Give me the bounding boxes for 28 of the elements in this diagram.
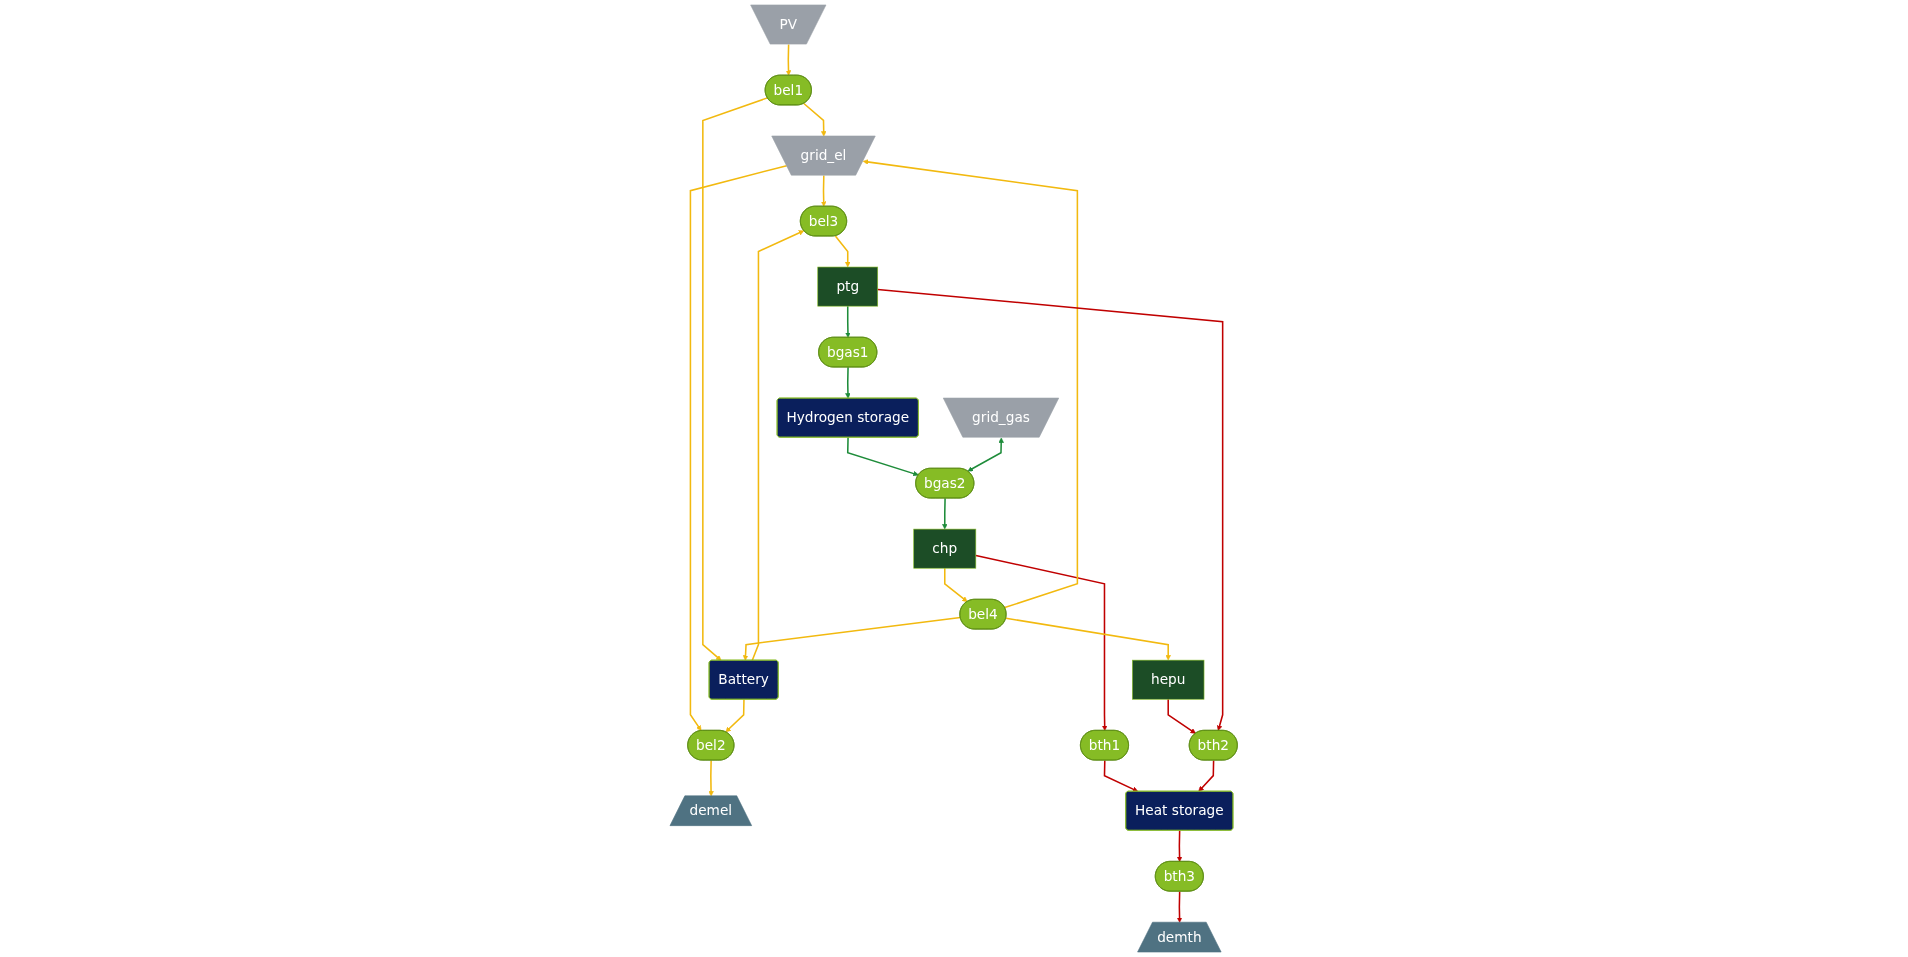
arrow bbox=[786, 43, 792, 76]
arrow bbox=[877, 288, 1224, 731]
arrow bbox=[1177, 890, 1183, 923]
arrow bbox=[1104, 759, 1139, 792]
arrow bbox=[1167, 698, 1197, 734]
arrow bbox=[708, 759, 715, 797]
arrow bbox=[803, 102, 827, 137]
arrow bbox=[967, 437, 1005, 472]
arrow bbox=[1198, 759, 1215, 792]
node-box: chp bbox=[913, 528, 977, 569]
arrow bbox=[689, 164, 788, 731]
arrow bbox=[863, 159, 1079, 609]
arrow bbox=[975, 554, 1108, 731]
node-box: hepu bbox=[1132, 659, 1205, 700]
arrow bbox=[1177, 829, 1183, 862]
arrow bbox=[702, 97, 769, 661]
arrow bbox=[751, 230, 805, 662]
arrow bbox=[1005, 617, 1172, 661]
node-box: ptg bbox=[817, 266, 879, 307]
arrow bbox=[845, 305, 851, 338]
arrow bbox=[847, 436, 920, 477]
arrow bbox=[725, 698, 746, 733]
arrow bbox=[821, 174, 827, 207]
arrow bbox=[743, 616, 962, 661]
arrow bbox=[845, 366, 851, 399]
arrow bbox=[942, 497, 948, 530]
arrow bbox=[834, 235, 851, 268]
arrow bbox=[944, 567, 968, 602]
